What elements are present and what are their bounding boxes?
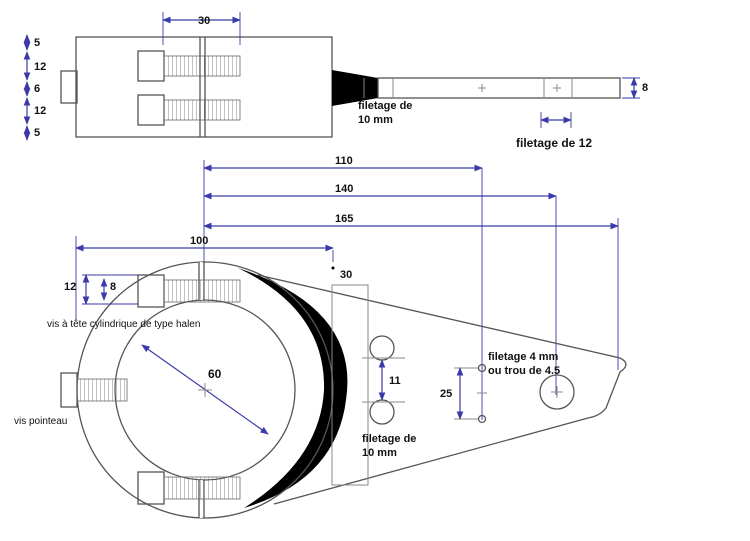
dim-140: 140 [335,183,353,195]
socket-screw-head-front-lower [137,471,165,505]
dim-100: 100 [190,235,208,247]
label-filetage-10-top-2: 10 mm [358,114,393,126]
hole-4mm-lower [477,414,487,424]
dim-30-top: 30 [198,15,210,27]
label-vis-tete: vis à tête cylindrique de type halen [47,319,200,330]
dim-5-top: 5 [34,37,40,49]
label-filetage-10-top-1: filetage de [358,100,412,112]
dim-12-left: 12 [64,281,76,293]
hole-10mm-lower [369,399,395,425]
label-filetage-10-bot-2: 10 mm [362,447,397,459]
pointer-screw-head-top [60,70,78,104]
length-dimensions: 110 140 165 100 [75,155,619,420]
dim-110: 110 [335,155,353,167]
dim-12-a: 12 [34,61,46,73]
dim-165: 165 [335,213,353,225]
black-crescent [238,268,348,508]
label-filetage-4-2: ou trou de 4.5 [488,365,560,377]
top-view: 30 5 12 6 12 5 8 filetage de 10 mm filet… [23,12,648,150]
front-view: 60 12 8 30 11 25 vis à tête cylindrique [14,261,627,519]
dim-8-left: 8 [110,281,116,293]
dim-60: 60 [208,367,222,381]
dim-25: 25 [440,388,452,400]
arm-taper-top [332,70,378,106]
socket-screw-head-lower [137,94,165,126]
hole-12mm [539,374,575,410]
dim-11: 11 [389,375,401,387]
dim-12-b: 12 [34,105,46,117]
label-filetage-12: filetage de 12 [516,136,592,150]
hole-10mm-upper [369,335,395,361]
label-filetage-4-1: filetage 4 mm [488,351,559,363]
label-filetage-10-bot-1: filetage de [362,433,416,445]
dim-5-bottom: 5 [34,127,40,139]
dim-6: 6 [34,83,40,95]
label-vis-pointeau: vis pointeau [14,416,67,427]
arm-body [257,274,627,505]
pointer-screw-head-front [60,372,78,408]
threaded-rod [377,77,621,99]
hole-4mm-upper [477,363,487,373]
socket-screw-head-upper [137,50,165,82]
clamp-block-top [75,36,333,138]
dim-8-rod: 8 [642,82,648,94]
socket-screw-head-front-upper [137,274,165,308]
dim-30-mid: 30 [340,269,352,281]
